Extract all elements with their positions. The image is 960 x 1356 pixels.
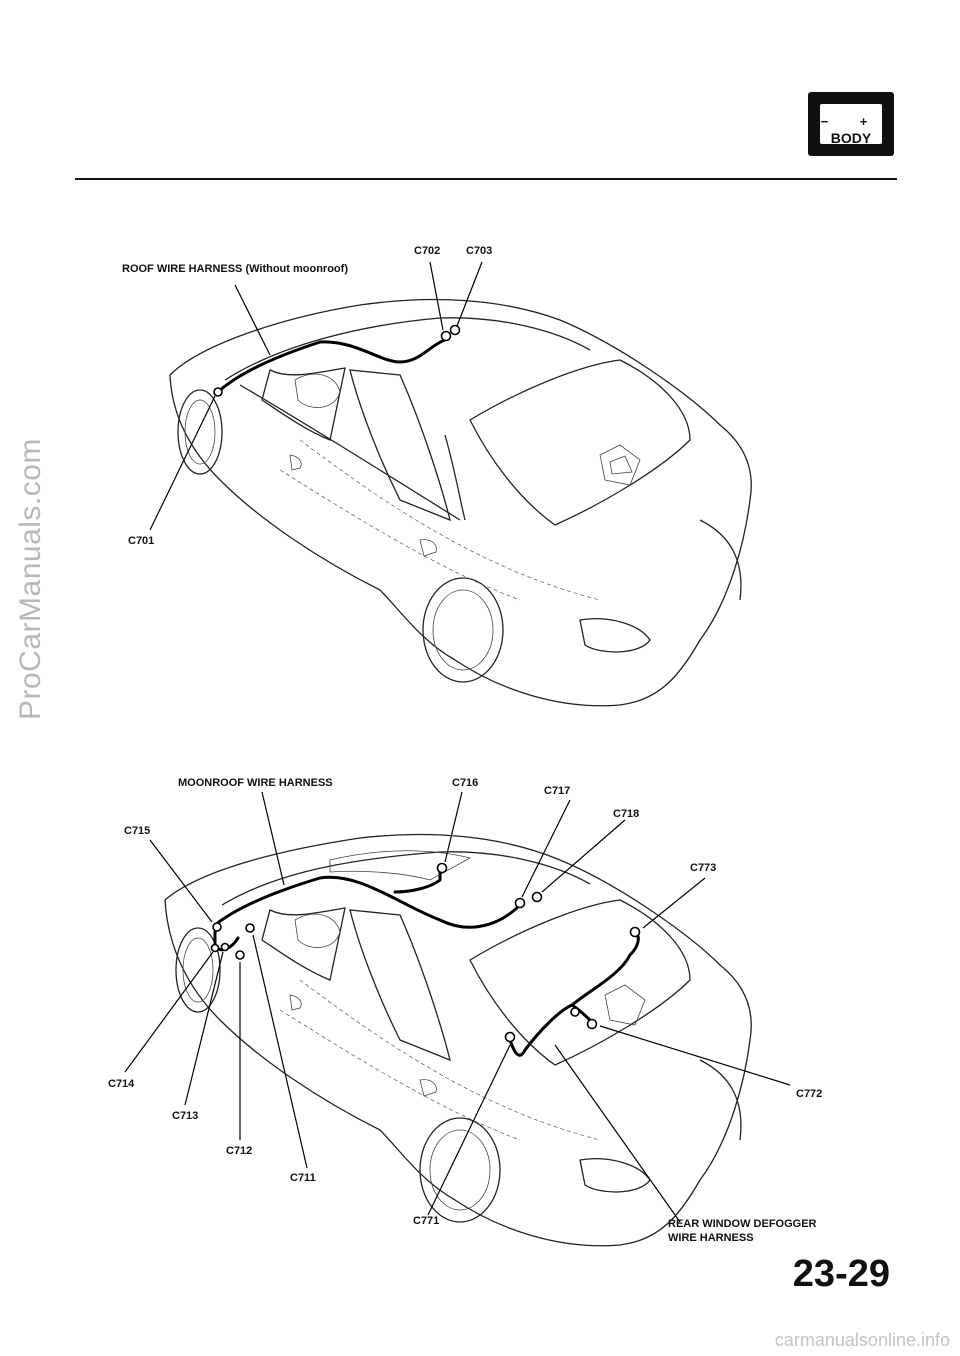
leader-c713 bbox=[184, 951, 224, 1106]
roof-harness-label: ROOF WIRE HARNESS (Without moonroof) bbox=[122, 263, 348, 275]
connector-label-c771: C771 bbox=[413, 1215, 440, 1227]
page-number: 23-29 bbox=[792, 1253, 890, 1295]
battery-polarity-signs: − + bbox=[820, 114, 882, 129]
connector-label-c714: C714 bbox=[108, 1078, 135, 1090]
leader-c718 bbox=[541, 819, 626, 893]
roof-wire-harness bbox=[216, 338, 447, 394]
connector-label-c715: C715 bbox=[124, 825, 151, 837]
defogger-harness-label-line2: WIRE HARNESS bbox=[668, 1232, 754, 1244]
moonroof-harness-label: MOONROOF WIRE HARNESS bbox=[178, 777, 333, 789]
leader-c702 bbox=[429, 261, 444, 331]
connector-label-c711: C711 bbox=[290, 1172, 316, 1184]
connector-c703-marker bbox=[449, 324, 461, 336]
leader-c703 bbox=[456, 261, 483, 327]
connector-label-c773: C773 bbox=[690, 862, 717, 874]
connector-label-c717: C717 bbox=[544, 785, 571, 797]
top-car-illustration bbox=[169, 298, 752, 707]
leader-moonroof-harness bbox=[261, 791, 285, 886]
connector-label-c712: C712 bbox=[226, 1145, 253, 1157]
battery-icon: − + BODY bbox=[820, 104, 882, 146]
leader-c716 bbox=[444, 791, 463, 863]
body-section-badge: − + BODY bbox=[808, 92, 894, 156]
section-label: BODY bbox=[830, 130, 872, 146]
connector-c713-marker bbox=[220, 942, 230, 952]
connector-c712-marker bbox=[235, 950, 245, 960]
connector-defogger-marker bbox=[570, 1007, 580, 1017]
battery-terminal-icon bbox=[826, 96, 838, 104]
defogger-harness-label-line1: REAR WINDOW DEFOGGER bbox=[668, 1218, 817, 1230]
connector-label-c718: C718 bbox=[613, 808, 640, 820]
connector-c711-marker bbox=[245, 923, 255, 933]
leader-roof-harness bbox=[234, 284, 271, 356]
leader-c701 bbox=[149, 395, 216, 531]
connector-c714-marker bbox=[210, 943, 220, 953]
connector-label-c702: C702 bbox=[414, 245, 441, 257]
bottom-car-illustration bbox=[164, 833, 752, 1247]
connector-c771-marker bbox=[504, 1031, 516, 1043]
rear-window-defogger-wire-harness bbox=[508, 1003, 597, 1057]
leader-c717 bbox=[521, 799, 571, 898]
connector-c718-marker bbox=[531, 891, 543, 903]
connector-label-c701: C701 bbox=[128, 535, 155, 547]
connector-c701-marker bbox=[213, 387, 223, 397]
moonroof-drain-branch bbox=[393, 866, 442, 894]
connector-label-c713: C713 bbox=[172, 1110, 199, 1122]
header-divider bbox=[75, 178, 897, 180]
defogger-upper-branch bbox=[570, 930, 640, 1007]
connector-c772-marker bbox=[586, 1018, 598, 1030]
leader-c711 bbox=[252, 934, 308, 1169]
connector-c716-marker bbox=[436, 862, 448, 874]
connector-label-c703: C703 bbox=[466, 245, 493, 257]
connector-label-c772: C772 bbox=[796, 1088, 823, 1100]
leader-c715 bbox=[149, 839, 213, 923]
bottom-watermark: carmanualsonline.info bbox=[774, 1330, 950, 1350]
connector-c715-marker bbox=[212, 922, 222, 932]
moonroof-wire-harness bbox=[213, 875, 522, 929]
leader-c773 bbox=[642, 877, 706, 929]
connector-c773-marker bbox=[629, 926, 641, 938]
battery-terminal-icon bbox=[864, 96, 876, 104]
leader-c714 bbox=[124, 951, 214, 1073]
leader-c771 bbox=[427, 1044, 511, 1216]
leader-defogger bbox=[554, 1044, 681, 1223]
connector-c702-marker bbox=[440, 330, 452, 342]
leader-c772 bbox=[599, 1025, 791, 1086]
connector-label-c716: C716 bbox=[452, 777, 479, 789]
connector-c717-marker bbox=[514, 897, 526, 909]
